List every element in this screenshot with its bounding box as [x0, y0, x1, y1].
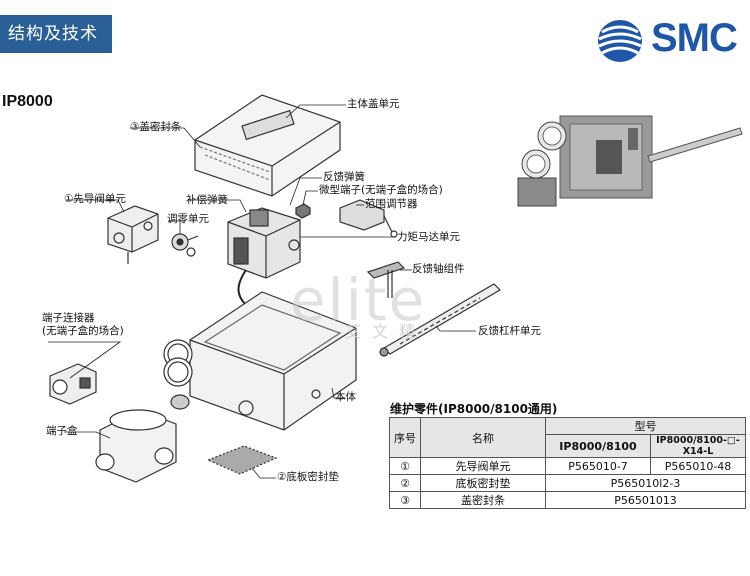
- parts-table-title: 维护零件(IP8000/8100通用): [390, 402, 558, 416]
- label-torque-motor: 力矩马达单元: [397, 231, 460, 243]
- watermark-logo: elite: [290, 266, 427, 334]
- row-name: 底板密封垫: [420, 474, 546, 492]
- label-feedback-shaft: 反馈轴组件: [412, 263, 465, 275]
- row-part-merged: P565010l2-3: [545, 474, 746, 492]
- label-zero-adjust: 调零单元: [167, 213, 209, 225]
- table-row: ① 先导阀单元 P565010-7 P565010-48: [389, 457, 746, 475]
- leader-lines: [48, 104, 476, 479]
- label-main-cover: 主体盖单元: [347, 98, 400, 110]
- body-illustration: [163, 291, 357, 431]
- header-col2: IP8000/8100-□-X14-L: [650, 434, 746, 458]
- row-name: 盖密封条: [420, 491, 546, 509]
- row-no: ①: [389, 457, 421, 475]
- label-cover-gasket: ③盖密封条: [130, 121, 182, 133]
- header-model: 型号: [545, 417, 746, 435]
- table-row: ③ 盖密封条 P56501013: [389, 491, 746, 509]
- row-part-1: P565010-7: [545, 457, 651, 475]
- label-micro-terminal: 微型端子(无端子盒的场合): [319, 184, 443, 196]
- row-no: ②: [389, 474, 421, 492]
- label-feedback-lever: 反馈杠杆单元: [478, 325, 541, 337]
- label-body: 本体: [335, 391, 356, 403]
- product-photo: [508, 100, 744, 218]
- row-name: 先导阀单元: [420, 457, 546, 475]
- label-terminal-connector-note: (无端子盒的场合): [42, 325, 124, 337]
- feedback-shaft-illustration: [366, 261, 406, 298]
- table-row: ② 底板密封垫 P565010l2-3: [389, 474, 746, 492]
- label-range-adjuster: 范围调节器: [365, 198, 418, 210]
- label-compensation-spring: 补偿弹簧: [186, 194, 228, 206]
- terminal-box-illustration: [95, 409, 177, 483]
- row-no: ③: [389, 491, 421, 509]
- model-title: IP8000: [2, 93, 53, 110]
- label-terminal-connector: 端子连接器: [42, 312, 95, 324]
- header-col1: IP8000/8100: [545, 434, 651, 458]
- logo-text: SMC: [651, 16, 738, 60]
- pilot-valve-illustration: [107, 205, 159, 264]
- zero-adjust-illustration: [171, 233, 199, 257]
- torque-motor-illustration: [227, 207, 301, 306]
- base-gasket-illustration: [206, 445, 278, 475]
- row-part-2: P565010-48: [650, 457, 746, 475]
- feedback-lever-illustration: [379, 283, 501, 357]
- parts-table: 序号 名称 型号 IP8000/8100 IP8000/8100-□-X14-L…: [389, 417, 746, 509]
- label-terminal-box: 端子盒: [46, 425, 78, 437]
- header-name: 名称: [420, 417, 546, 458]
- label-pilot-valve: ①先导阀单元: [64, 193, 126, 205]
- label-base-gasket: ②底板密封垫: [277, 471, 339, 483]
- watermark-text: 艾 文 精: [345, 322, 419, 341]
- header-no: 序号: [389, 417, 421, 458]
- label-feedback-spring: 反馈弹簧: [323, 171, 365, 183]
- row-part-merged: P56501013: [545, 491, 746, 509]
- terminal-connector-illustration: [49, 363, 97, 405]
- section-title: 结构及技术: [0, 15, 112, 53]
- smc-logo: [598, 20, 642, 62]
- cover-illustration: [194, 94, 341, 197]
- range-adjuster-illustration: [295, 199, 398, 238]
